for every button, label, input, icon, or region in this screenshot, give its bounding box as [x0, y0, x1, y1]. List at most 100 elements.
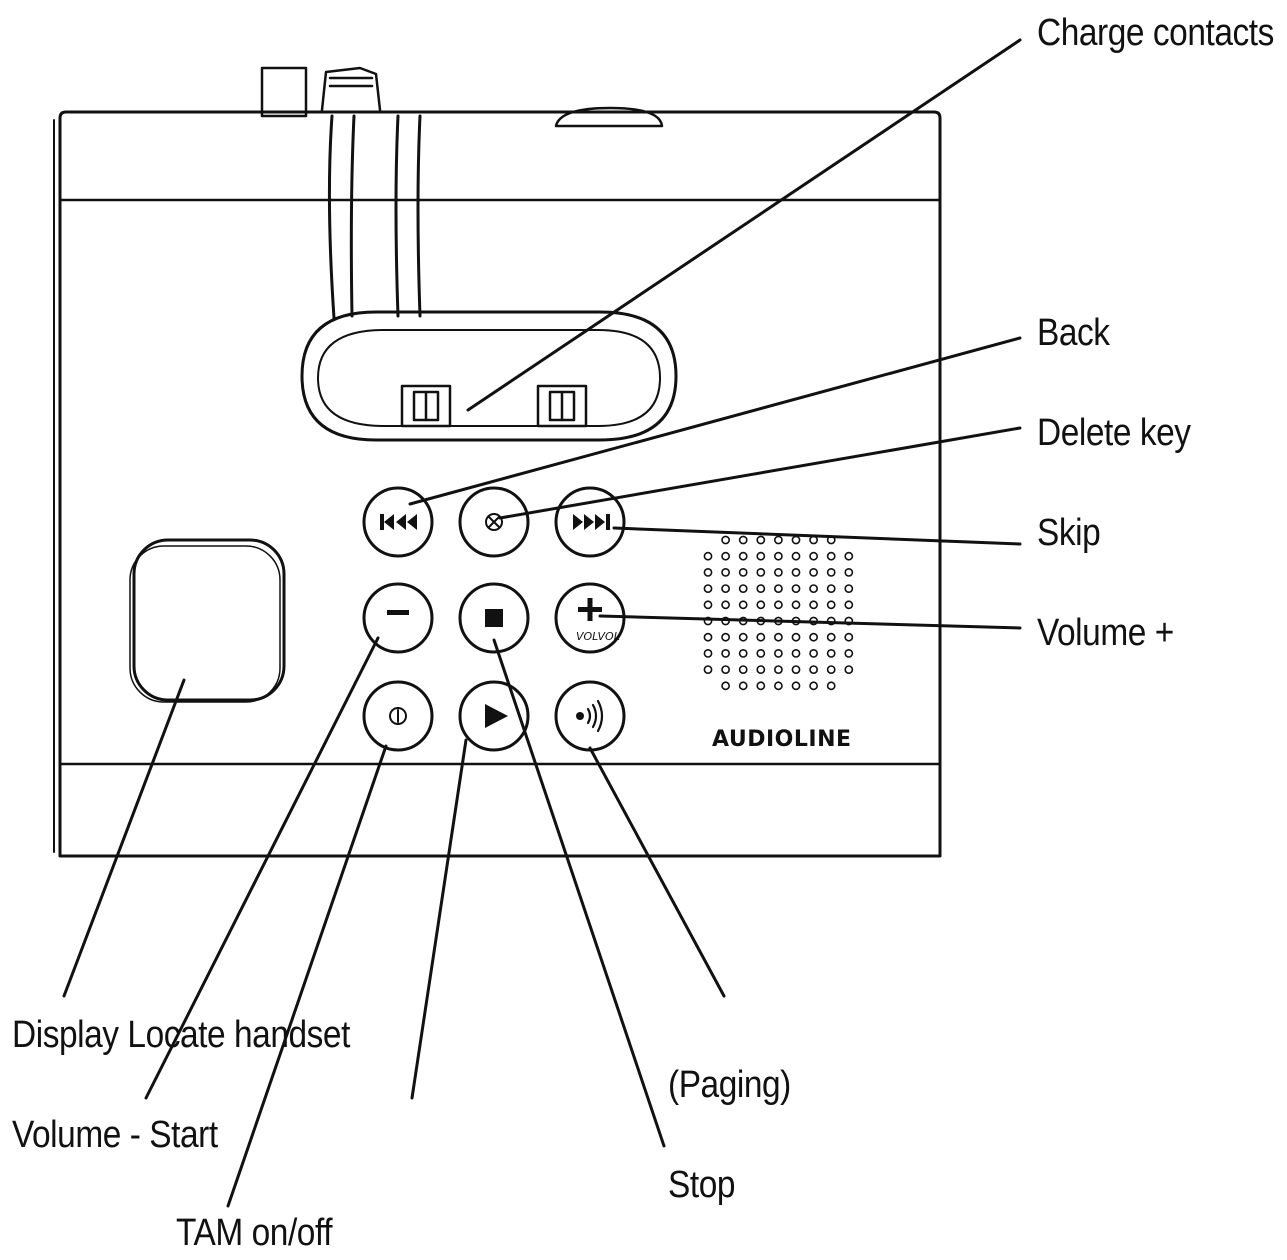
grille-dot: [721, 632, 730, 642]
grille-dot: [826, 616, 836, 626]
grille-dot: [756, 632, 766, 642]
base-station-body: [53, 110, 942, 858]
grille-dot: [809, 632, 818, 642]
grille-dot: [738, 584, 748, 593]
grille-dot: [791, 535, 801, 545]
grille-dot: [756, 665, 766, 674]
button-back[interactable]: [362, 486, 434, 558]
leader-skip: [612, 526, 1022, 546]
grille-dot: [738, 632, 748, 642]
grille-dot: [738, 681, 748, 691]
grille-dot: [738, 535, 748, 545]
leader-back: [408, 336, 1022, 506]
button-volume-minus[interactable]: [362, 582, 434, 654]
paging-icon: [576, 699, 604, 733]
handset-cradle: [300, 114, 678, 442]
grille-dot: [791, 681, 801, 691]
grille-dot: [791, 551, 801, 561]
grille-dot: [809, 681, 818, 691]
label-display-locate: Display Locate handset: [12, 1014, 350, 1056]
skip-back-icon: [380, 514, 417, 530]
skip-forward-icon: [573, 514, 610, 530]
grille-dot: [721, 649, 730, 658]
grille-dot: [774, 584, 783, 593]
button-stop[interactable]: [458, 582, 530, 654]
grille-dot: [703, 632, 713, 642]
grille-dot: [721, 584, 730, 593]
grille-dot: [721, 600, 730, 610]
grille-dot: [703, 616, 713, 626]
button-play[interactable]: [458, 680, 530, 752]
label-paging: (Paging): [668, 1064, 791, 1106]
power-icon: [389, 707, 407, 725]
leader-locate: [410, 738, 468, 1100]
grille-dot: [756, 535, 766, 545]
button-skip[interactable]: [554, 486, 626, 558]
grille-dot: [756, 551, 766, 561]
label-delete-key: Delete key: [1037, 412, 1191, 454]
label-charge-contacts: Charge contacts: [1037, 12, 1274, 54]
grille-dot: [703, 551, 713, 561]
display-window: [129, 538, 286, 703]
grille-dot: [844, 649, 854, 658]
grille-dot: [826, 649, 836, 658]
leader-charge-contacts: [466, 38, 1022, 412]
grille-dot: [703, 584, 713, 593]
brand-logo: AUDIOLINE: [712, 727, 852, 752]
delete-icon: [485, 513, 503, 531]
grille-dot: [721, 535, 730, 545]
charge-contacts: [400, 384, 588, 428]
grille-dot: [756, 568, 766, 577]
grille-dot: [756, 584, 766, 593]
grille-dot: [774, 551, 783, 561]
label-skip: Skip: [1037, 512, 1101, 554]
grille-dot: [774, 632, 783, 642]
grille-dot: [721, 681, 730, 691]
grille-dot: [703, 600, 713, 610]
grille-dot: [826, 584, 836, 593]
label-volume-plus: Volume +: [1037, 612, 1174, 654]
grille-dot: [774, 600, 783, 610]
leader-delete: [498, 426, 1022, 520]
grille-dot: [756, 649, 766, 658]
grille-dot: [791, 584, 801, 593]
play-icon: [485, 704, 508, 728]
grille-dot: [774, 568, 783, 577]
grille-dot: [774, 649, 783, 658]
top-connectors: [260, 66, 664, 128]
grille-dot: [791, 632, 801, 642]
label-back: Back: [1037, 312, 1110, 354]
grille-dot: [738, 568, 748, 577]
leader-paging: [588, 746, 726, 998]
grille-dot: [826, 568, 836, 577]
grille-dot: [721, 568, 730, 577]
speaker-grille: [703, 535, 854, 691]
grille-dot: [703, 649, 713, 658]
grille-dot: [844, 632, 854, 642]
grille-dot: [791, 600, 801, 610]
button-paging[interactable]: [554, 680, 626, 752]
leader-volume-minus: [144, 636, 380, 1100]
label-volume-minus-start: Volume - Start: [12, 1114, 218, 1156]
button-delete[interactable]: [458, 486, 530, 558]
grille-dot: [809, 551, 818, 561]
button-volume-plus[interactable]: VOLVOL: [554, 582, 626, 654]
grille-dot: [844, 584, 854, 593]
grille-dot: [703, 665, 713, 674]
grille-dot: [844, 665, 854, 674]
grille-dot: [791, 568, 801, 577]
grille-dot: [738, 649, 748, 658]
grille-dot: [791, 665, 801, 674]
grille-dot: [809, 535, 818, 545]
leader-volume-plus: [598, 614, 1022, 630]
grille-dot: [809, 600, 818, 610]
grille-dot: [774, 535, 783, 545]
grille-dot: [809, 568, 818, 577]
button-tam[interactable]: [362, 680, 434, 752]
grille-dot: [809, 665, 818, 674]
grille-dot: [738, 600, 748, 610]
label-stop: Stop: [668, 1164, 736, 1206]
grille-dot: [738, 665, 748, 674]
leader-lines: [62, 38, 1022, 1208]
